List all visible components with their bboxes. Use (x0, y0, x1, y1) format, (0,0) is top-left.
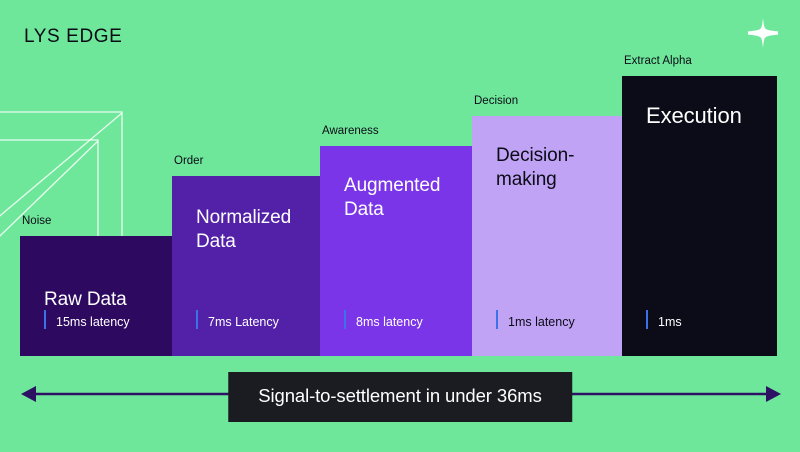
stage-caption-4: Decision (474, 95, 519, 107)
stage-bar-1[interactable]: Raw Data 15ms latency (20, 236, 172, 356)
stage-title-3: Augmented Data (344, 175, 441, 221)
stage-column-1[interactable]: Noise Raw Data 15ms latency (20, 215, 172, 356)
stage-column-2[interactable]: Order Normalized Data 7ms Latency (172, 155, 320, 356)
arrow-right-icon (766, 386, 781, 402)
stage-caption-3: Awareness (322, 125, 379, 137)
stage-metric-4: 1ms latency (496, 309, 575, 328)
stage-metric-1: 15ms latency (44, 309, 130, 328)
stage-caption-2: Order (174, 155, 204, 167)
stage-column-5[interactable]: Extract Alpha Execution 1ms (622, 55, 777, 356)
sparkle-icon (748, 18, 778, 48)
stage-metric-3: 8ms latency (344, 309, 423, 328)
stage-caption-5: Extract Alpha (624, 55, 692, 67)
summary-pill: Signal-to-settlement in under 36ms (228, 372, 572, 422)
stage-column-4[interactable]: Decision Decision-making 1ms latency (472, 95, 622, 356)
stage-bar-4[interactable]: Decision-making 1ms latency (472, 116, 622, 356)
stage-bar-5[interactable]: Execution 1ms (622, 76, 777, 356)
stage-title-4: Decision-making (496, 145, 575, 191)
stage-title-5: Execution (646, 103, 742, 128)
stage-column-3[interactable]: Awareness Augmented Data 8ms latency (320, 125, 472, 356)
stage-bar-2[interactable]: Normalized Data 7ms Latency (172, 176, 320, 356)
arrow-left-icon (21, 386, 36, 402)
stage-caption-1: Noise (22, 215, 52, 227)
stage-bar-3[interactable]: Augmented Data 8ms latency (320, 146, 472, 356)
page-title: LYS EDGE (24, 26, 123, 47)
stage-title-2: Normalized Data (196, 207, 292, 253)
stage-title-1: Raw Data (44, 289, 127, 310)
stage-metric-5: 1ms (646, 309, 682, 328)
stage-metric-2: 7ms Latency (196, 309, 279, 328)
